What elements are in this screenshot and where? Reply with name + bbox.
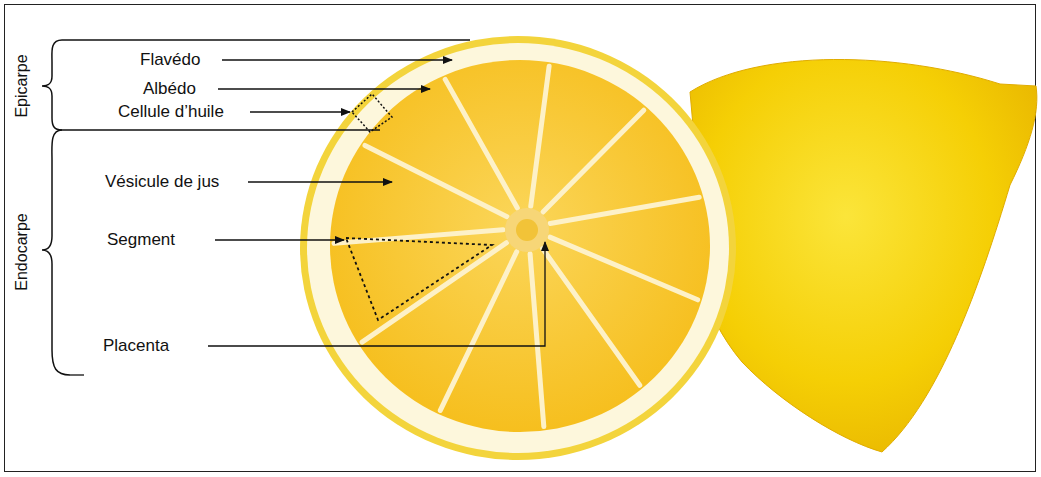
part-label: Vésicule de jus <box>105 172 219 192</box>
segment-wall <box>543 110 644 212</box>
segment-wall <box>550 197 699 223</box>
leader-arrow <box>248 181 392 182</box>
bracket <box>42 40 62 130</box>
part-label: Albédo <box>143 79 196 99</box>
part-label: Cellule d’huile <box>118 102 224 122</box>
placenta-core <box>516 219 538 241</box>
segment-mark <box>346 238 492 320</box>
segment-wall <box>542 248 639 385</box>
segment-walls <box>334 66 699 426</box>
segment-wall <box>530 254 544 427</box>
leader-arrow <box>208 242 545 346</box>
group-label: Epicarpe <box>13 54 31 117</box>
bracket-line <box>62 129 380 130</box>
leader-arrow <box>250 111 350 112</box>
bracket-line <box>70 374 84 375</box>
lemon-half <box>690 59 1037 452</box>
oil-cell-mark <box>352 94 392 132</box>
segment-wall <box>440 252 516 411</box>
bracket-line <box>62 39 470 40</box>
flesh <box>330 60 710 432</box>
flavedo <box>300 36 736 460</box>
part-label: Flavédo <box>140 50 200 70</box>
segment-wall <box>531 66 549 206</box>
bracket <box>42 130 70 375</box>
part-label: Segment <box>107 230 175 250</box>
leader-arrow <box>215 239 344 240</box>
leader-arrow <box>218 88 430 89</box>
albedo <box>307 43 729 453</box>
leader-arrow <box>222 59 452 60</box>
segment-wall <box>362 243 507 342</box>
part-label: Placenta <box>103 336 169 356</box>
group-label: Endocarpe <box>13 213 31 290</box>
placenta <box>505 208 549 252</box>
segment-wall <box>445 79 517 208</box>
